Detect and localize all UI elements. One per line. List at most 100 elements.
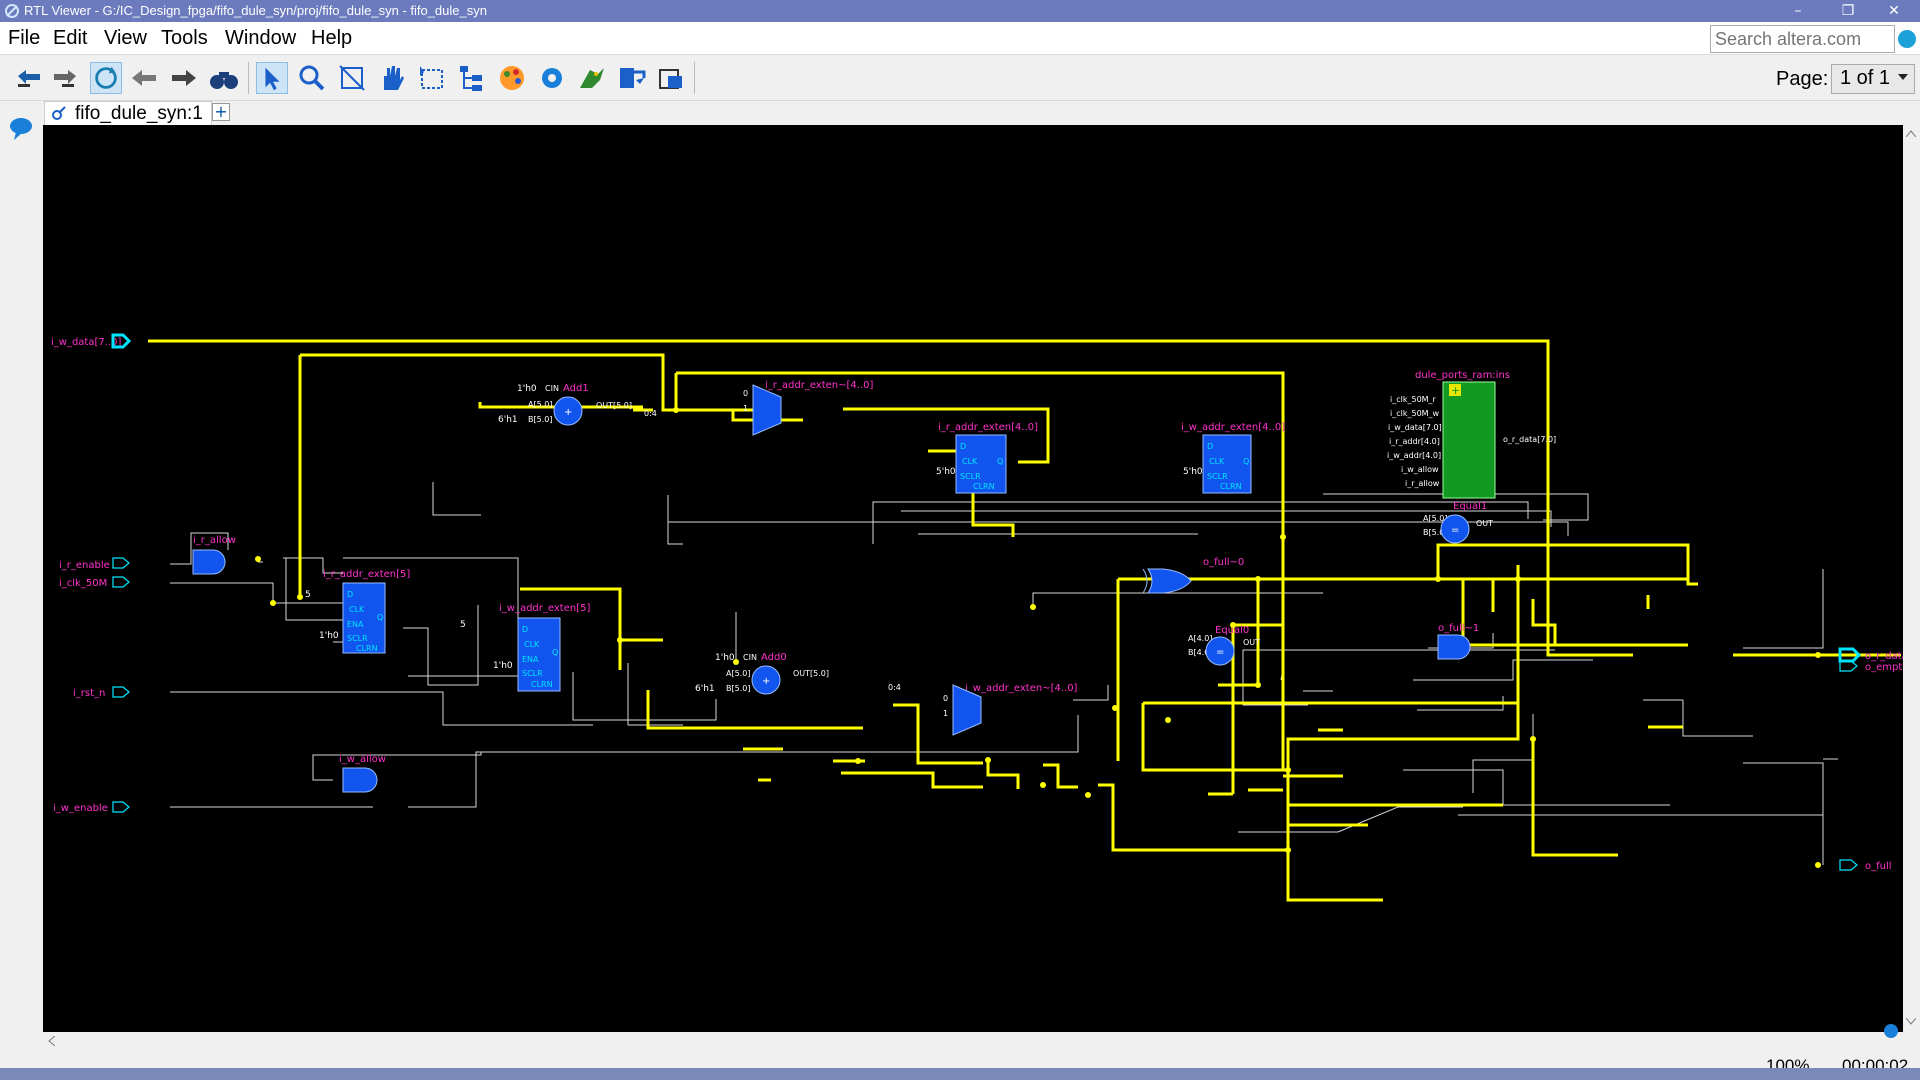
register-r-addr-exten[interactable]: i_r_addr_exten[4..0] D CLK SCLR CLRN Q 5… (936, 422, 1038, 494)
menu-view[interactable]: View (104, 27, 147, 49)
close-button[interactable]: ✕ (1888, 3, 1900, 19)
pan-icon[interactable] (376, 62, 408, 94)
back-icon[interactable] (14, 62, 46, 94)
menu-file[interactable]: File (8, 27, 41, 49)
adder-add0[interactable]: Add0 1'h0 CIN A[5.0] 6'h1 B[5.0] + OUT[5… (695, 652, 901, 695)
mux-in0: 0 (943, 694, 948, 703)
search-input[interactable] (1710, 25, 1895, 53)
mux-r-addr[interactable]: i_r_addr_exten~[4..0] 0 1 (743, 380, 873, 436)
ram-port: i_w_allow (1401, 465, 1439, 474)
vertical-scrollbar[interactable] (1903, 125, 1920, 1032)
comparator-output: OUT (1243, 638, 1260, 647)
const-label: 5'h0 (1183, 467, 1203, 477)
comparator-input-b: B[4.0] (1188, 648, 1212, 657)
register-w-addr-exten[interactable]: i_w_addr_exten[4..0] D CLK SCLR CLRN Q 5… (1181, 422, 1285, 494)
and-gate-o-full1[interactable]: o_full~1 (1437, 623, 1479, 660)
settings-icon[interactable] (536, 62, 568, 94)
port-label: i_r_enable (59, 560, 110, 571)
menu-help[interactable]: Help (311, 27, 353, 49)
comparator-input-b: B[5.0] (1423, 528, 1447, 537)
schematic-canvas[interactable]: i_w_data[7..0] i_r_enable i_clk_50M i_rs… (43, 125, 1903, 1032)
port-label: i_rst_n (73, 688, 105, 699)
zoom-icon[interactable] (296, 62, 328, 94)
pin-q: Q (1243, 457, 1249, 466)
and-gate-w-allow[interactable]: i_w_allow (339, 754, 386, 793)
xor-gate-o-full0[interactable]: o_full~0 (1142, 557, 1244, 594)
zoom-handle-icon[interactable] (1884, 1024, 1898, 1038)
chevron-down-icon[interactable] (1906, 1018, 1916, 1026)
export-icon[interactable] (616, 62, 648, 94)
next-icon[interactable] (168, 62, 200, 94)
menu-window[interactable]: Window (225, 27, 297, 49)
color-icon[interactable] (496, 62, 528, 94)
page-select-value: 1 of 1 (1840, 67, 1891, 89)
fit-icon[interactable] (336, 62, 368, 94)
comparator-equal0[interactable]: Equal0 A[4.0] B[4.0] = OUT (1188, 625, 1260, 666)
cin-const: 1'h0 (517, 384, 537, 394)
register-r-addr-exten5[interactable]: i_r_addr_exten[5] 5 D CLK ENA SCLR CLRN … (305, 569, 410, 654)
pin-ena: ENA (522, 655, 539, 664)
refresh-icon[interactable] (90, 62, 122, 94)
menu-edit[interactable]: Edit (53, 27, 88, 49)
port-label: i_clk_50M (59, 578, 107, 589)
menu-tools[interactable]: Tools (161, 27, 208, 49)
title-bar: RTL Viewer - G:/IC_Design_fpga/fifo_dule… (0, 0, 1920, 22)
register-w-addr-exten5[interactable]: i_w_addr_exten[5] 5 D CLK ENA SCLR CLRN … (460, 603, 590, 692)
horizontal-scrollbar[interactable] (43, 1032, 1903, 1049)
mux-in0: 0 (743, 389, 748, 398)
page-select[interactable]: 1 of 1 (1831, 64, 1915, 94)
pin-q: Q (552, 648, 558, 657)
output-port-full[interactable]: o_full (1839, 859, 1892, 872)
port-label: i_w_enable (53, 803, 108, 814)
pin-clrn: CLRN (356, 644, 378, 653)
area-select-icon[interactable] (416, 62, 448, 94)
pin-sclr: SCLR (347, 634, 368, 643)
tab-label: fifo_dule_syn:1 (75, 103, 203, 124)
mux-in1: 1 (743, 404, 748, 413)
mux-w-addr[interactable]: i_w_addr_exten~[4..0] 0 1 (943, 683, 1078, 736)
ram-port: i_w_data[7.0] (1388, 423, 1442, 432)
input-port-w-data[interactable]: i_w_data[7..0] (51, 333, 132, 349)
speech-bubble-icon[interactable] (8, 115, 34, 141)
schematic-svg[interactable]: i_w_data[7..0] i_r_enable i_clk_50M i_rs… (43, 125, 1903, 1032)
pin-d: D (347, 590, 353, 599)
pin-clrn: CLRN (1220, 482, 1242, 491)
adder-add1[interactable]: Add1 1'h0 CIN A[5.0] 6'h1 B[5.0] + OUT[5… (498, 383, 657, 426)
forward-icon[interactable] (48, 62, 80, 94)
expand-icon[interactable]: + (1451, 384, 1460, 397)
const-label: 5'h0 (936, 467, 956, 477)
bird-icon[interactable] (576, 62, 608, 94)
hierarchy-icon[interactable] (456, 62, 488, 94)
const-label: 1'h0 (493, 661, 513, 671)
output-port-empty[interactable]: o_empty (1839, 660, 1903, 673)
maximize-button[interactable]: ❐ (1841, 3, 1855, 19)
toolbar-separator (694, 62, 695, 94)
chevron-up-icon[interactable] (1906, 129, 1916, 137)
previous-icon[interactable] (128, 62, 160, 94)
pin-sclr: SCLR (522, 669, 543, 678)
adder-output: OUT[5.0] (596, 401, 632, 410)
comparator-equal1[interactable]: Equal1 A[5.0] B[5.0] = OUT (1423, 501, 1493, 544)
output-port-r-data[interactable]: o_r_data[7..0] (1838, 647, 1903, 663)
netlist-icon[interactable] (656, 62, 688, 94)
page-label: Page: (1776, 68, 1829, 90)
pin-sclr: SCLR (960, 472, 981, 481)
select-icon[interactable] (256, 62, 288, 94)
ram-port: i_r_allow (1405, 479, 1440, 488)
input-port-w-enable[interactable]: i_w_enable (53, 801, 130, 814)
find-icon[interactable] (208, 62, 240, 94)
add-tab-button[interactable]: + (212, 103, 230, 121)
chevron-left-icon[interactable] (47, 1036, 55, 1046)
equal-icon: = (1451, 525, 1459, 536)
globe-icon[interactable] (1898, 30, 1916, 48)
port-label: o_full (1865, 861, 1892, 872)
pin-clrn: CLRN (973, 482, 995, 491)
input-port-r-enable[interactable]: i_r_enable (59, 557, 130, 571)
ram-label: dule_ports_ram:ins (1415, 370, 1510, 381)
input-port-rst-n[interactable]: i_rst_n (73, 686, 130, 699)
ram-block[interactable]: dule_ports_ram:ins + i_clk_50M_r i_clk_5… (1387, 370, 1556, 499)
tab-fifo-dule-syn[interactable]: fifo_dule_syn:1 (44, 101, 212, 125)
input-port-clk[interactable]: i_clk_50M (59, 576, 130, 589)
and-gate-r-allow[interactable]: i_r_allow (192, 535, 236, 575)
minimize-button[interactable]: – (1794, 3, 1802, 19)
